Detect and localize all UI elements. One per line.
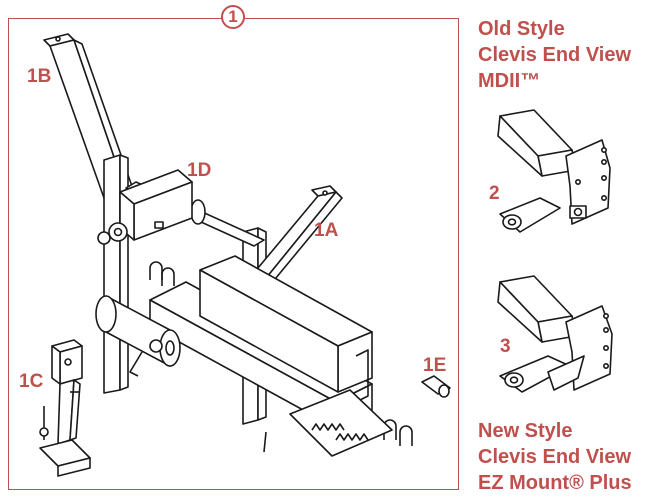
new-style-line-2: Clevis End View bbox=[478, 446, 632, 468]
clevis-old-style bbox=[497, 109, 611, 233]
clevis-new-style bbox=[497, 275, 613, 393]
callout-1b: 1B bbox=[27, 66, 52, 87]
old-style-line-3: MDII™ bbox=[478, 70, 541, 92]
new-style-line-3: EZ Mount® Plus bbox=[478, 472, 632, 494]
new-style-line-1: New Style bbox=[478, 420, 573, 442]
callout-1d: 1D bbox=[187, 160, 212, 181]
pin-1e bbox=[421, 375, 451, 398]
new-style-heading: New Style Clevis End View EZ Mount® Plus bbox=[478, 418, 632, 496]
main-beam bbox=[149, 255, 373, 429]
crank-handle bbox=[129, 339, 163, 377]
callout-2: 2 bbox=[489, 183, 500, 204]
assembly-number-badge: 1 bbox=[221, 5, 245, 29]
old-style-heading: Old Style Clevis End View MDII™ bbox=[478, 16, 631, 94]
callout-1e: 1E bbox=[423, 355, 447, 376]
old-style-line-1: Old Style bbox=[478, 18, 565, 40]
jack-stand-1c bbox=[39, 339, 91, 477]
spring-latch bbox=[263, 389, 393, 457]
old-style-line-2: Clevis End View bbox=[478, 44, 632, 66]
mount-box-1d bbox=[97, 169, 193, 245]
callout-1a: 1A bbox=[314, 220, 339, 241]
callout-3: 3 bbox=[500, 336, 511, 357]
callout-1c: 1C bbox=[19, 371, 44, 392]
